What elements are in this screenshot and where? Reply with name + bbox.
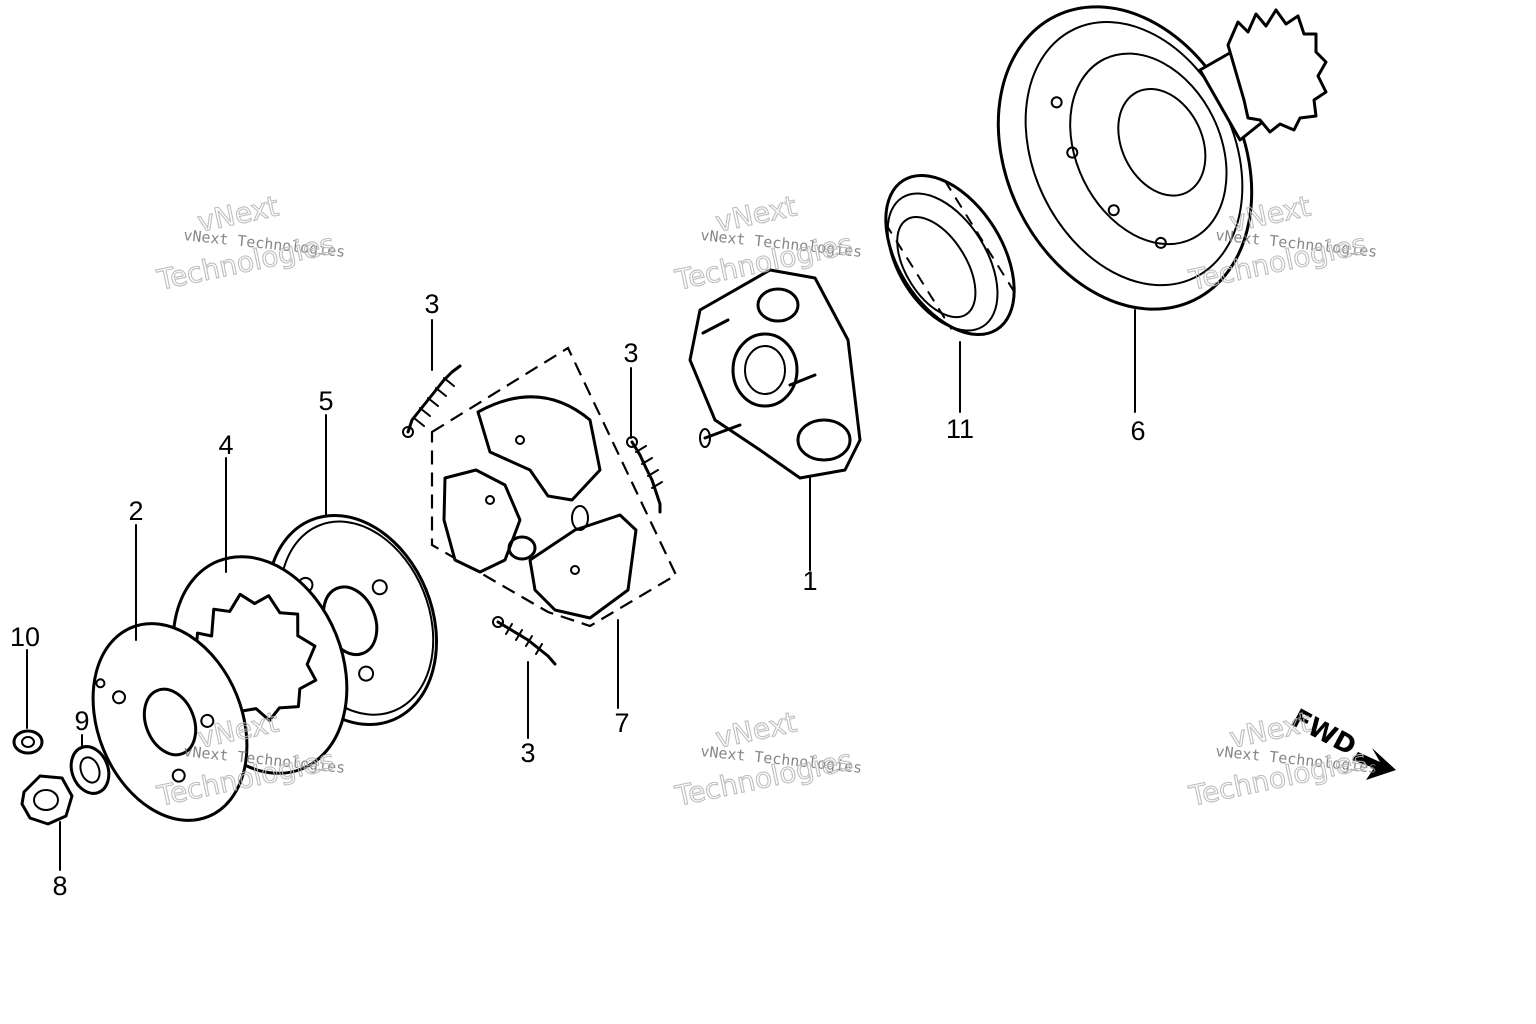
spring-part-3-middle[interactable]: [626, 436, 663, 514]
callout-3-middle: 3: [623, 338, 638, 368]
clutch-shoe-assembly-part-7[interactable]: [430, 346, 678, 628]
callout-4: 4: [218, 430, 233, 460]
hex-nut-part-8[interactable]: [20, 774, 74, 826]
leader-lines: [26, 309, 1136, 871]
watermark-bottom-right: vNext vNext Technologies Technologies: [1185, 705, 1378, 814]
callout-3-upper: 3: [424, 289, 439, 319]
fwd-arrow-icon: [1352, 748, 1396, 780]
outer-plate-part-2[interactable]: [65, 600, 275, 843]
watermark-top-left: vNext vNext Technologies Technologies: [153, 189, 346, 298]
drive-plate-part-1[interactable]: [688, 268, 862, 480]
callout-2: 2: [128, 496, 143, 526]
callout-11: 11: [946, 414, 974, 444]
callout-8: 8: [52, 871, 67, 901]
small-nut-part-10[interactable]: [12, 729, 44, 755]
clutch-drum-part-6[interactable]: [950, 0, 1328, 352]
spring-part-3-lower[interactable]: [492, 616, 557, 666]
callout-10: 10: [10, 622, 40, 652]
callout-1: 1: [802, 566, 817, 596]
washer-part-9[interactable]: [65, 741, 115, 798]
spring-part-3-upper[interactable]: [402, 364, 462, 438]
callout-5: 5: [318, 386, 333, 416]
callout-7: 7: [614, 708, 629, 738]
callout-3-lower: 3: [520, 738, 535, 768]
watermark-bottom-center: vNext vNext Technologies Technologies: [671, 705, 863, 814]
needle-bearing-part-11[interactable]: [858, 153, 1041, 358]
callout-9: 9: [74, 706, 89, 736]
callout-6: 6: [1130, 416, 1145, 446]
callout-labels: 1 2 3 3 3 4 5 6 7 8 9 10 11: [10, 289, 1146, 901]
